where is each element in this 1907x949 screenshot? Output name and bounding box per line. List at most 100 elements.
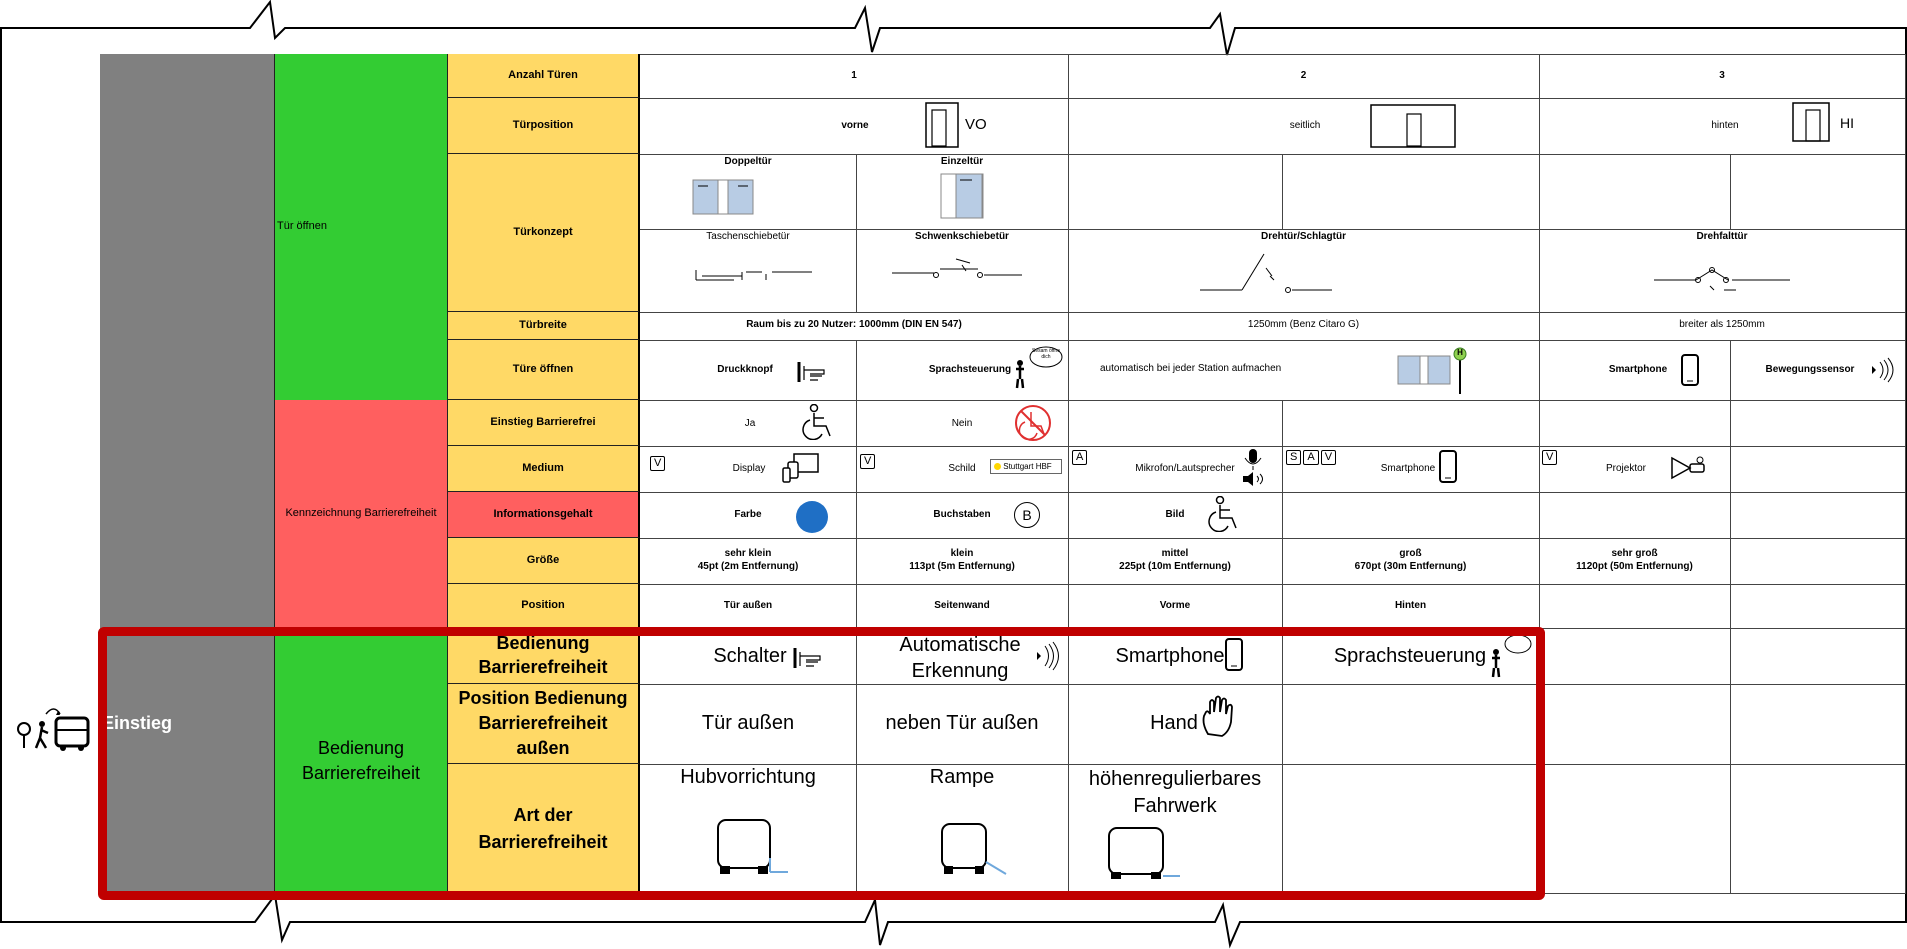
row-anzahl-tueren: Anzahl Türen xyxy=(448,54,640,98)
badge: V xyxy=(1320,450,1337,465)
anzahl-1: 1 xyxy=(851,70,857,81)
position-seitenwand: Seitenwand xyxy=(934,600,990,611)
bus-stop-h: H xyxy=(1457,348,1463,357)
groesse-l2: 45pt (2m Entfernung) xyxy=(697,561,799,572)
no-wheelchair-icon xyxy=(1015,405,1051,441)
einstieg-bf-ja: Ja xyxy=(744,418,756,429)
medium-projektor: Projektor xyxy=(1605,463,1646,474)
sign-text: Stuttgart HBF xyxy=(1003,462,1052,471)
swing-sliding-door-icon xyxy=(892,258,1022,278)
folding-door-icon xyxy=(1654,267,1790,291)
badge: V xyxy=(650,456,666,471)
row-tuere-oeffnen: Türe öffnen xyxy=(448,340,640,400)
wheelchair-icon xyxy=(1208,496,1237,532)
art-hoehenregulierbar: höhenregulierbares Fahrwerk xyxy=(1088,768,1262,817)
row-tuerbreite: Türbreite xyxy=(448,312,640,340)
color-dot xyxy=(796,501,828,533)
hand-icon xyxy=(1202,695,1233,737)
tuerposition-vo-code: VO xyxy=(965,116,987,133)
posbed-tuer-aussen: Tür außen xyxy=(701,712,795,734)
info-bild: Bild xyxy=(1165,509,1185,520)
letter-b-icon: B xyxy=(1014,502,1040,528)
row-tuerkonzept: Türkonzept xyxy=(448,154,640,312)
groesse-l2: 670pt (30m Entfernung) xyxy=(1354,561,1467,572)
posbed-neben-tuer: neben Tür außen xyxy=(885,712,1039,734)
boarding-bus-icon xyxy=(17,708,90,751)
groesse-l1: mittel xyxy=(1161,548,1189,559)
group-tuer-oeffnen: Tür öffnen xyxy=(275,54,448,400)
groesse-sehr-klein: sehr klein 45pt (2m Entfernung) xyxy=(640,547,856,573)
row-groesse: Größe xyxy=(448,538,640,584)
einstieg-label: Einstieg xyxy=(102,713,173,733)
konzept-schwenkschiebetuer: Schwenkschiebetür xyxy=(915,231,1009,242)
bus-lift-icon xyxy=(717,819,788,874)
letter-b: B xyxy=(1022,507,1032,523)
door-side-icon xyxy=(1370,104,1456,148)
voice-bubble-text: Sesam öffne dich xyxy=(1032,348,1060,360)
medium-projektor-badge: V xyxy=(1542,450,1559,465)
row-art-bf: Art der Barrierefreiheit xyxy=(448,764,640,894)
badge: A xyxy=(1303,450,1319,465)
row-position: Position xyxy=(448,584,640,628)
swing-door-icon xyxy=(1200,253,1332,293)
motion-sensor-icon xyxy=(1037,641,1059,671)
row-informationsgehalt: Informationsgehalt xyxy=(448,492,640,538)
konzept-taschenschiebetuer: Taschenschiebetür xyxy=(706,231,790,242)
wheelchair-icon xyxy=(802,404,831,440)
konzept-drehtuer: Drehtür/Schlagtür xyxy=(1260,231,1346,242)
groesse-l2: 113pt (5m Entfernung) xyxy=(909,561,1015,572)
position-vorme: Vorme xyxy=(1159,600,1191,611)
group-kennzeichnung: Kennzeichnung Barrierefreiheit xyxy=(275,400,448,628)
badge: S xyxy=(1286,450,1302,465)
medium-mikrofon: Mikrofon/Lautsprecher xyxy=(1135,463,1235,474)
bedienung-smartphone: Smartphone xyxy=(1115,645,1225,667)
einstieg-column xyxy=(100,54,275,894)
groesse-l2: 225pt (10m Entfernung) xyxy=(1119,561,1231,572)
mic-speaker-icon xyxy=(1243,449,1263,486)
anzahl-2: 2 xyxy=(1300,70,1307,81)
sign-icon: Stuttgart HBF xyxy=(990,459,1062,474)
konzept-doppeltuer: Doppeltür xyxy=(724,156,772,167)
row-medium: Medium xyxy=(448,446,640,492)
tuerposition-hinten: hinten xyxy=(1711,120,1739,131)
row-einstieg-barrierefrei: Einstieg Barrierefrei xyxy=(448,400,640,446)
medium-schild-badge: V xyxy=(860,454,877,469)
smartphone-icon xyxy=(1681,354,1699,386)
medium-mikrofon-badge: A xyxy=(1072,450,1089,465)
bedienung-schalter: Schalter xyxy=(713,645,787,667)
voice-person-icon xyxy=(1015,346,1063,389)
art-hubvorrichtung: Hubvorrichtung xyxy=(680,766,816,788)
tuerbreite-3: breiter als 1250mm xyxy=(1679,319,1765,330)
oeffnen-sprachsteuerung: Sprachsteuerung xyxy=(928,364,1012,375)
bedienung-sprachsteuerung: Sprachsteuerung xyxy=(1333,645,1487,667)
groesse-l1: sehr groß xyxy=(1611,548,1658,559)
bus-kneeling-icon xyxy=(1108,827,1180,879)
oeffnen-druckknopf: Druckknopf xyxy=(717,364,773,375)
tuerbreite-2: 1250mm (Benz Citaro G) xyxy=(1247,319,1360,330)
konzept-einzeltuer: Einzeltür xyxy=(940,156,984,167)
tuerposition-hi-code: HI xyxy=(1840,115,1854,131)
single-door-icon xyxy=(940,173,984,219)
groesse-l1: sehr klein xyxy=(724,548,772,559)
projector-icon xyxy=(1671,456,1705,480)
art-rampe: Rampe xyxy=(929,766,995,788)
einstieg-bf-nein: Nein xyxy=(951,418,973,429)
badge: V xyxy=(1542,450,1558,465)
row-bedienung-bf: Bedienung Barrierefreiheit xyxy=(448,628,640,684)
badge: V xyxy=(860,454,876,469)
double-door-icon xyxy=(692,179,754,215)
groesse-l1: groß xyxy=(1399,548,1422,559)
tuerbreite-1: Raum bis zu 20 Nutzer: 1000mm (DIN EN 54… xyxy=(746,319,962,330)
konzept-drehfalttuer: Drehfalttür xyxy=(1696,231,1748,242)
medium-schild: Schild xyxy=(948,463,976,474)
info-buchstaben: Buchstaben xyxy=(933,509,991,520)
position-hinten: Hinten xyxy=(1394,600,1427,611)
group-bedienung: Bedienung Barrierefreiheit xyxy=(275,628,448,894)
pocket-sliding-door-icon xyxy=(695,270,812,281)
groesse-gross: groß 670pt (30m Entfernung) xyxy=(1282,547,1539,573)
medium-display: Display xyxy=(732,463,766,474)
posbed-hand: Hand xyxy=(1150,712,1198,734)
groesse-l2: 1120pt (50m Entfernung) xyxy=(1576,561,1693,572)
